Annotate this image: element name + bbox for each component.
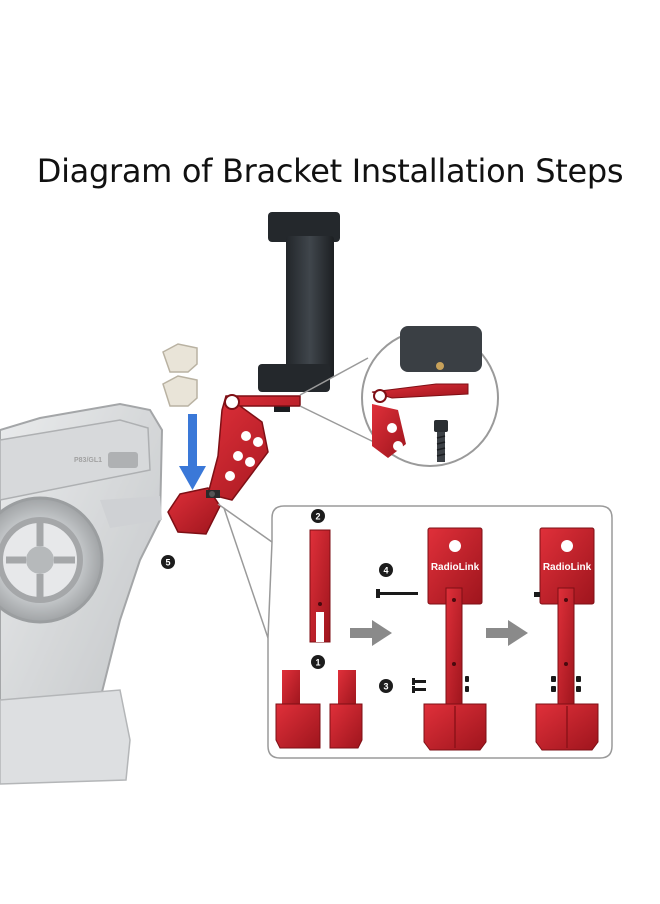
diagram-title: Diagram of Bracket Installation Steps	[36, 152, 624, 190]
red-mount-block	[167, 487, 221, 535]
step-4-badge: 4	[379, 563, 393, 577]
gray-right-arrow-icon	[486, 620, 528, 646]
svg-text:1: 1	[315, 658, 320, 668]
screw-icon	[434, 420, 448, 462]
short-screws-icon	[412, 676, 469, 693]
svg-text:RadioLink: RadioLink	[543, 562, 592, 573]
gray-right-arrow-icon	[350, 620, 392, 646]
svg-text:5: 5	[165, 558, 170, 568]
svg-text:2: 2	[315, 512, 320, 522]
detail-callout	[299, 326, 499, 467]
phone-clamp	[258, 212, 340, 412]
transmitter-model-label: P83/GL1	[74, 457, 102, 464]
rubber-pads	[162, 343, 198, 407]
red-bracket-arm	[167, 394, 301, 535]
svg-text:4: 4	[383, 566, 388, 576]
stage-completed: RadioLink	[534, 527, 599, 751]
svg-text:RadioLink: RadioLink	[431, 562, 480, 573]
long-bolt-icon	[376, 589, 418, 598]
svg-text:3: 3	[383, 682, 388, 692]
step-3-badge: 3	[379, 679, 393, 693]
stage-assembly: RadioLink	[423, 527, 487, 751]
panel-connector-line	[223, 507, 269, 639]
blue-down-arrow-icon	[179, 414, 206, 490]
step-2-badge: 2	[311, 509, 325, 523]
stage-disassembled: 2 1	[275, 509, 363, 749]
panel-connector-line	[217, 503, 273, 543]
step-1-badge: 1	[311, 655, 325, 669]
transmitter: P83/GL1	[0, 402, 164, 785]
step-5-badge: 5	[161, 555, 175, 569]
